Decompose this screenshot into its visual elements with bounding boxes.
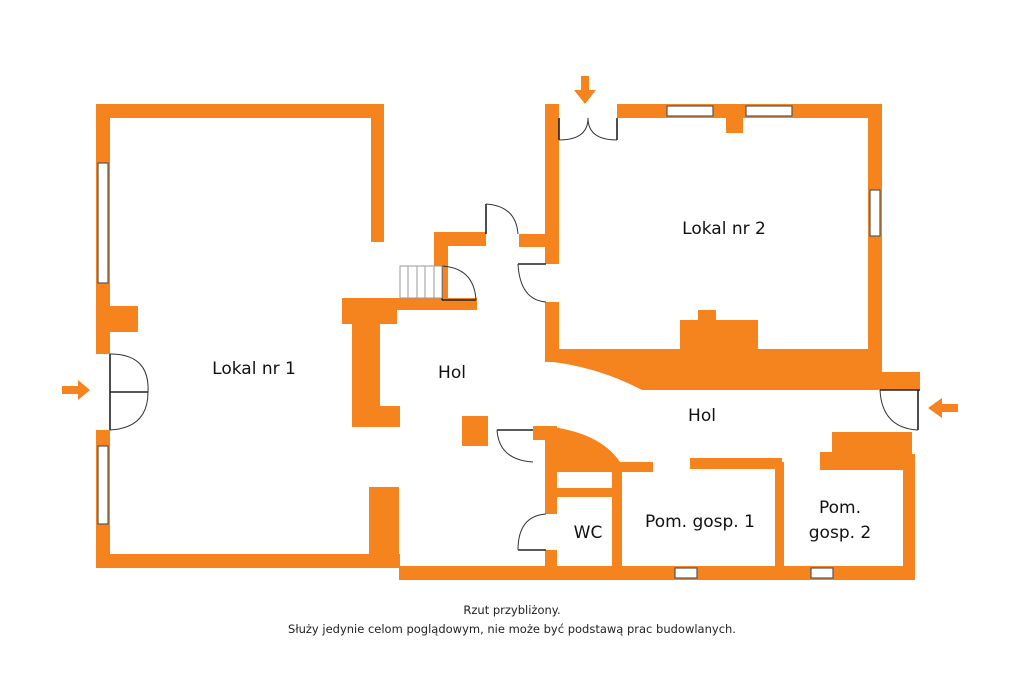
room-labels: Lokal nr 1 Lokal nr 2 Hol Hol WC Pom. go…: [212, 219, 871, 543]
door-icon: [517, 513, 547, 551]
window-icon: [666, 105, 714, 117]
door-icon: [517, 263, 547, 303]
door-icon: [558, 117, 618, 141]
window-icon: [869, 189, 881, 237]
windows: [97, 105, 881, 579]
entrance-arrow-icon: [928, 398, 958, 418]
door-icon: [109, 353, 149, 431]
door-icon: [879, 389, 920, 431]
room-label-hol-1: Hol: [438, 363, 466, 383]
room-label-pom-gosp-1: Pom. gosp. 1: [645, 512, 755, 532]
walls-central: [360, 232, 559, 310]
walls-bottom-rooms: [399, 416, 915, 580]
entrance-arrow-icon: [62, 380, 90, 400]
doors: [109, 117, 920, 551]
room-label-lokal-2: Lokal nr 2: [682, 219, 766, 239]
disclaimer-line-2: Służy jedynie celom poglądowym, nie może…: [288, 622, 736, 636]
entrance-arrow-icon: [574, 76, 596, 104]
door-icon: [485, 203, 519, 235]
window-icon: [674, 567, 698, 579]
door-openings: [95, 103, 617, 550]
room-label-wc: WC: [574, 523, 603, 543]
stairs-icon: [399, 265, 443, 299]
window-icon: [810, 567, 834, 579]
room-label-lokal-1: Lokal nr 1: [212, 359, 296, 379]
walls-lokal-2: [545, 104, 920, 390]
room-label-pom-gosp-2-line2: gosp. 2: [809, 523, 871, 543]
window-icon: [745, 105, 793, 117]
room-label-pom-gosp-2-line1: Pom.: [819, 498, 861, 518]
disclaimer-line-1: Rzut przybliżony.: [463, 603, 561, 617]
door-icon: [496, 429, 534, 463]
window-icon: [97, 445, 109, 525]
window-icon: [97, 162, 109, 284]
room-label-hol-2: Hol: [688, 406, 716, 426]
entrance-arrows: [62, 76, 958, 418]
walls-lokal-1: [96, 104, 400, 568]
